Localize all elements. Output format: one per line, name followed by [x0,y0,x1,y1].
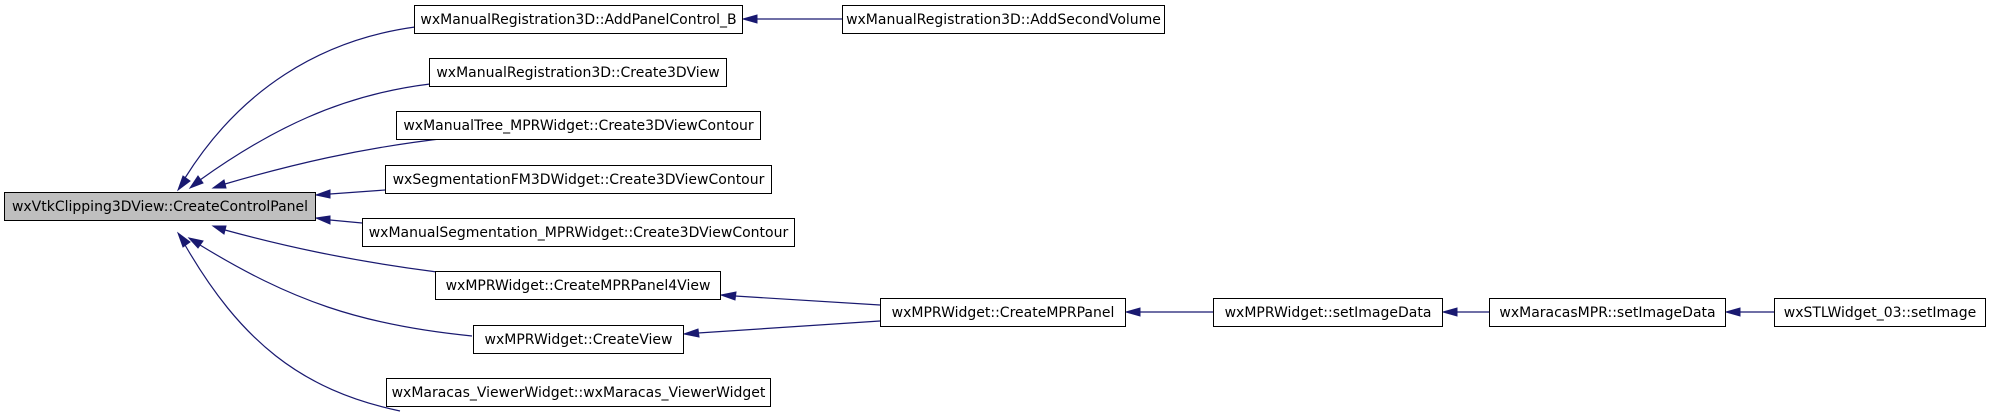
node-ms-contour[interactable]: wxManualSegmentation_MPRWidget::Create3D… [362,218,795,247]
edge-arrowhead [719,291,737,301]
node-root: wxVtkClipping3DView::CreateControlPanel [4,192,316,221]
node-mpr-setimage[interactable]: wxMPRWidget::setImageData [1213,298,1443,327]
edge-arrowhead [176,231,191,248]
edge-arrowhead [188,175,204,190]
edge-panel4-to-root [224,229,438,273]
node-mpr-panel4[interactable]: wxMPRWidget::CreateMPRPanel4View [435,271,721,300]
edge-view-to-root [199,244,473,337]
node-mr-addsecond[interactable]: wxManualRegistration3D::AddSecondVolume [842,5,1165,34]
edge-mtcontour-to-root [224,137,449,185]
edge-arrowhead [187,237,204,249]
edge-arrowhead [314,215,331,225]
node-stl-setimage[interactable]: wxSTLWidget_03::setImage [1774,298,1986,327]
node-mpr-panel[interactable]: wxMPRWidget::CreateMPRPanel [880,298,1126,327]
edge-viewer-to-root [184,244,401,412]
edge-arrowhead [176,175,191,192]
edge-arrowhead [314,189,331,199]
edge-arrowhead [1124,307,1141,317]
node-seg-contour[interactable]: wxSegmentationFM3DWidget::Create3DViewCo… [385,165,772,194]
edge-arrowhead [211,225,227,235]
node-mr-addpanel[interactable]: wxManualRegistration3D::AddPanelControl_… [414,5,743,34]
node-viewer[interactable]: wxMaracas_ViewerWidget::wxMaracas_Viewer… [386,378,771,407]
node-mt-contour[interactable]: wxManualTree_MPRWidget::Create3DViewCont… [396,111,761,140]
edge-arrowhead [1724,307,1741,317]
edge-addpanel-to-root [184,26,416,179]
node-maracas-setimage[interactable]: wxMaracasMPR::setImageData [1489,298,1726,327]
edge-create3d-to-root [199,83,431,181]
node-mpr-view[interactable]: wxMPRWidget::CreateView [473,325,684,354]
edge-arrowhead [741,14,758,24]
edge-mprpanel-to-view [697,320,881,334]
edge-mprpanel-to-panel4 [734,295,881,306]
edge-segcontour-to-root [329,189,386,195]
edge-arrowhead [682,328,700,338]
edge-arrowhead [211,179,227,189]
node-mr-create3d[interactable]: wxManualRegistration3D::Create3DView [429,58,727,87]
edge-mscontour-to-root [329,219,363,224]
edge-arrowhead [1441,307,1458,317]
